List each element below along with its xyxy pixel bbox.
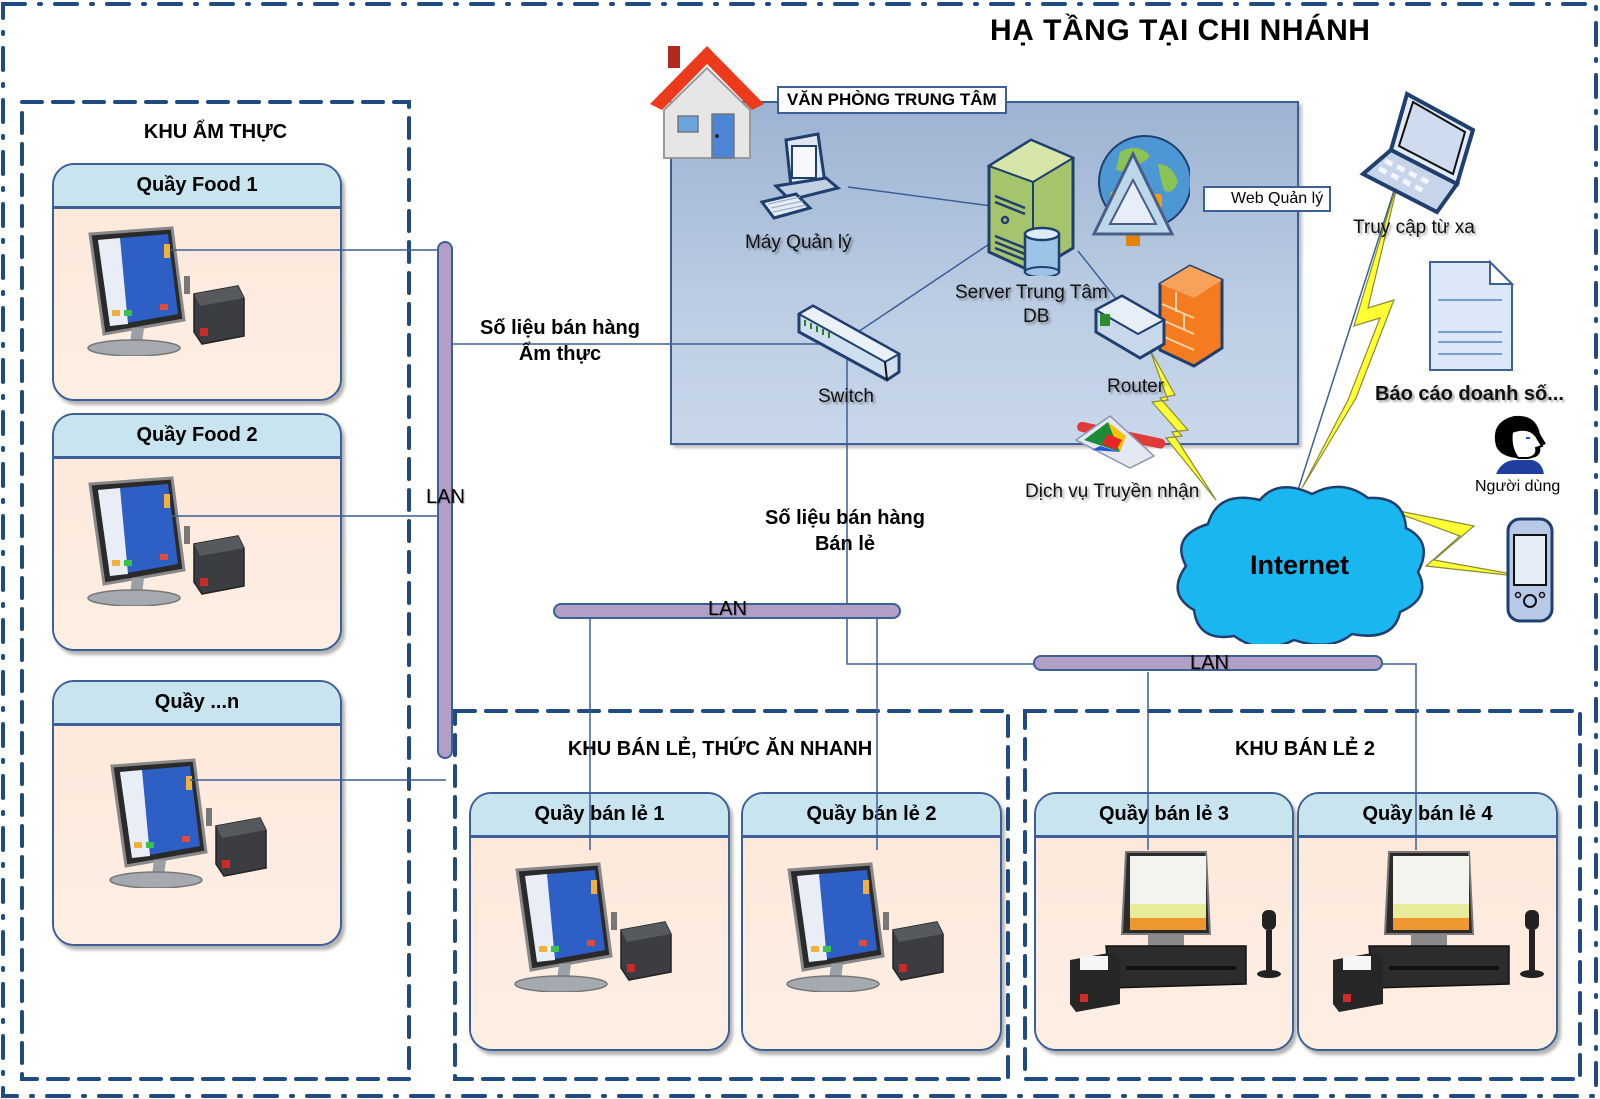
zone-title-food: KHU ẨM THỰC bbox=[143, 121, 288, 143]
counter-header: Quầy bán lẻ 1 bbox=[471, 794, 728, 838]
lan-label-retail-2: LAN bbox=[1190, 652, 1229, 674]
zone-frame-food bbox=[20, 100, 411, 1081]
food-sales-data-label: Số liệu bán hàng Ẩm thực bbox=[475, 315, 645, 367]
pos-terminal-printer-icon bbox=[86, 476, 246, 606]
user-label: Người dùng bbox=[1475, 478, 1561, 495]
central-office-label: VĂN PHÒNG TRUNG TÂM bbox=[777, 86, 1007, 114]
transfer-service-label: Dịch vụ Truyền nhận bbox=[1025, 481, 1200, 502]
laptop-icon bbox=[1359, 91, 1476, 215]
house-icon bbox=[650, 46, 764, 159]
counter-header: Quầy bán lẻ 3 bbox=[1036, 794, 1292, 838]
counter-header: Quầy Food 2 bbox=[54, 415, 340, 459]
zone-frame-retail-1 bbox=[453, 709, 1010, 1081]
counter-body bbox=[1036, 838, 1292, 1049]
counter-body bbox=[54, 459, 340, 649]
remote-access-label: Truy cập từ xa bbox=[1353, 217, 1475, 238]
retail-sales-data-label: Số liệu bán hàng Bán lẻ bbox=[760, 505, 930, 557]
retail-sales-data-line1: Số liệu bán hàng bbox=[764, 507, 925, 529]
router-firewall-icon bbox=[1093, 264, 1224, 368]
retail-sales-data-line2: Bán lẻ bbox=[814, 533, 876, 555]
pos-terminal-printer-icon bbox=[86, 226, 246, 356]
counter-food-1[interactable]: Quầy Food 1 bbox=[52, 163, 342, 401]
counter-header: Quầy bán lẻ 2 bbox=[743, 794, 1000, 838]
web-management-label[interactable]: Web Quản lý bbox=[1203, 186, 1332, 212]
counter-header: Quầy Food 1 bbox=[54, 165, 340, 209]
counter-food-n[interactable]: Quầy ...n bbox=[52, 680, 342, 946]
manager-pc-label: Máy Quản lý bbox=[745, 232, 852, 253]
counter-body bbox=[54, 209, 340, 399]
page-title: HẠ TẦNG TẠI CHI NHÁNH bbox=[990, 14, 1371, 47]
server-label-line2: DB bbox=[1023, 306, 1050, 327]
zone-title-retail-1: KHU BÁN LẺ, THỨC ĂN NHANH bbox=[567, 738, 873, 760]
transfer-service-icon bbox=[1074, 415, 1166, 469]
counter-food-2[interactable]: Quầy Food 2 bbox=[52, 413, 342, 651]
lan-label-vertical: LAN bbox=[426, 486, 465, 508]
counter-body bbox=[743, 838, 1000, 1049]
server-icon bbox=[986, 138, 1075, 276]
user-icon bbox=[1494, 415, 1546, 474]
pos-cash-drawer-scanner-icon bbox=[1332, 851, 1544, 1013]
pos-terminal-printer-icon bbox=[513, 862, 673, 992]
lan-label-retail-1: LAN bbox=[708, 598, 747, 620]
counter-retail-1[interactable]: Quầy bán lẻ 1 bbox=[469, 792, 730, 1051]
pos-cash-drawer-scanner-icon bbox=[1069, 851, 1281, 1013]
food-sales-data-line2: Ẩm thực bbox=[518, 343, 602, 365]
food-sales-data-line1: Số liệu bán hàng bbox=[479, 317, 640, 339]
switch-icon bbox=[796, 304, 902, 382]
counter-body bbox=[471, 838, 728, 1049]
counter-retail-2[interactable]: Quầy bán lẻ 2 bbox=[741, 792, 1002, 1051]
pos-terminal-printer-icon bbox=[785, 862, 945, 992]
mobile-device-icon bbox=[1506, 517, 1554, 623]
desktop-pc-icon bbox=[759, 132, 842, 220]
switch-label: Switch bbox=[818, 386, 874, 407]
zone-title-retail-2: KHU BÁN LẺ 2 bbox=[1234, 738, 1375, 760]
counter-body bbox=[54, 726, 340, 944]
counter-body bbox=[1299, 838, 1556, 1049]
zone-frame-retail-2 bbox=[1023, 709, 1582, 1081]
router-label: Router bbox=[1107, 376, 1165, 397]
counter-header: Quầy ...n bbox=[54, 682, 340, 726]
internet-label: Internet bbox=[1250, 550, 1350, 580]
counter-header: Quầy bán lẻ 4 bbox=[1299, 794, 1556, 838]
sales-report-label: Báo cáo doanh số... bbox=[1375, 383, 1564, 405]
pos-terminal-printer-icon bbox=[108, 758, 268, 888]
internet-cloud-icon[interactable] bbox=[1168, 484, 1432, 644]
server-label-line1: Server Trung Tâm bbox=[955, 282, 1108, 303]
counter-retail-3[interactable]: Quầy bán lẻ 3 bbox=[1034, 792, 1294, 1051]
counter-retail-4[interactable]: Quầy bán lẻ 4 bbox=[1297, 792, 1558, 1051]
web-server-globe-icon bbox=[1091, 135, 1190, 246]
document-icon bbox=[1429, 260, 1514, 371]
